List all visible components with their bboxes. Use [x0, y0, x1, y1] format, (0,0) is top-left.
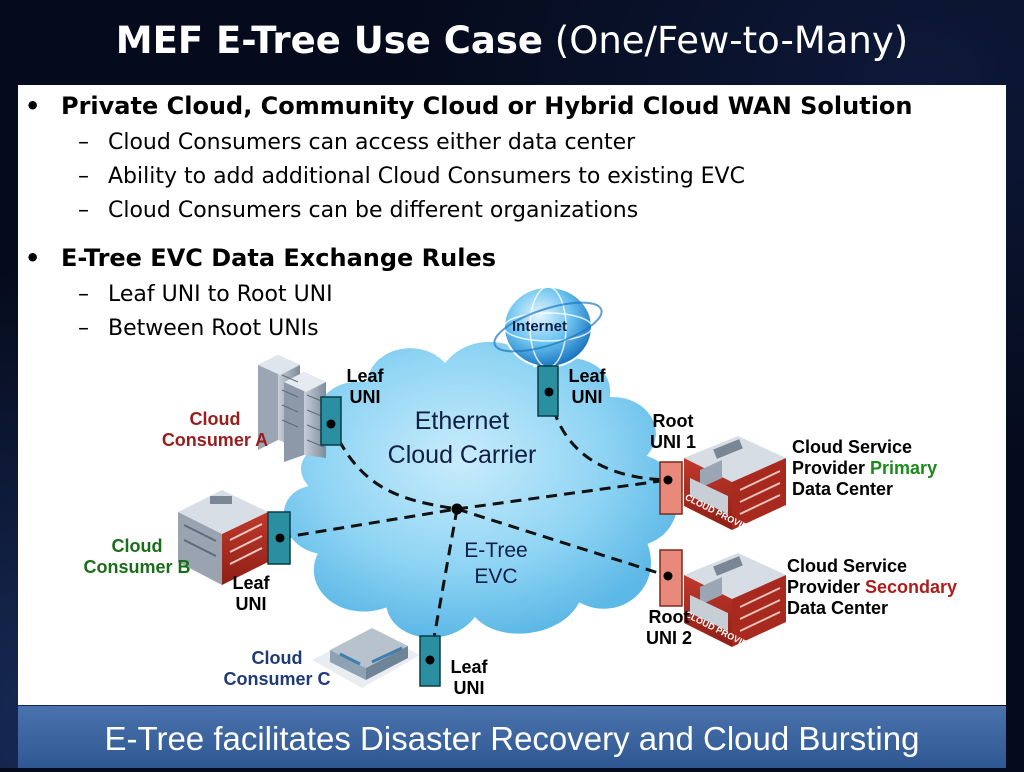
consumer-b-building-icon [178, 490, 268, 585]
footer-bar [18, 706, 1006, 768]
sub-bullet-1-3: –Cloud Consumers can be different organi… [78, 198, 639, 223]
evc-hub-node [451, 503, 463, 515]
primary-highlight: Primary [870, 458, 938, 478]
carrier-cloud [279, 338, 682, 642]
footer-text: E-Tree facilitates Disaster Recovery and… [104, 720, 920, 757]
evc-link-consumer-c [428, 508, 459, 661]
internet-label: Internet [512, 318, 568, 335]
evc-label: E-Tree EVC [464, 539, 528, 588]
sub-bullet-2-1: –Leaf UNI to Root UNI [78, 282, 333, 307]
root-uni-1-port [659, 461, 683, 515]
bullet-2-text: E-Tree EVC Data Exchange Rules [61, 244, 497, 272]
secondary-highlight: Secondary [865, 577, 958, 597]
cloud-label: Ethernet Cloud Carrier [387, 407, 537, 469]
provider-primary-label: Cloud Service Provider Primary Data Cent… [792, 437, 938, 499]
root-uni-2-port [659, 549, 683, 607]
consumer-a-building-icon [258, 355, 326, 462]
bullet-2: •E-Tree EVC Data Exchange Rules [25, 244, 497, 272]
leaf-uni-port-a [320, 396, 342, 446]
sub-bullet-1-1: –Cloud Consumers can access either data … [78, 130, 636, 155]
bullet-1-text: Private Cloud, Community Cloud or Hybrid… [61, 92, 913, 120]
evc-link-consumer-b [279, 507, 458, 540]
leaf-uni-port-b [267, 511, 291, 565]
internet-globe-icon [493, 286, 603, 368]
consumer-c-building-icon [312, 628, 420, 688]
provider-secondary-label: Cloud Service Provider Secondary Data Ce… [787, 556, 958, 618]
sub-bullet-2-2: –Between Root UNIs [78, 316, 319, 341]
title-normal: (One/Few-to-Many) [543, 19, 909, 62]
sub-bullet-1-2: –Ability to add additional Cloud Consume… [78, 164, 745, 189]
evc-link-root-2 [456, 507, 669, 578]
leaf-uni-port-c [419, 635, 441, 687]
provider-secondary-building-icon [684, 553, 786, 647]
slide-title: MEF E-Tree Use Case (One/Few-to-Many) [0, 6, 1024, 76]
leaf-uni-port-internet [537, 365, 559, 417]
title-bold: MEF E-Tree Use Case [115, 19, 543, 62]
provider-primary-building-icon [684, 436, 786, 530]
bullet-1: •Private Cloud, Community Cloud or Hybri… [25, 92, 913, 120]
evc-link-consumer-a [329, 423, 458, 511]
